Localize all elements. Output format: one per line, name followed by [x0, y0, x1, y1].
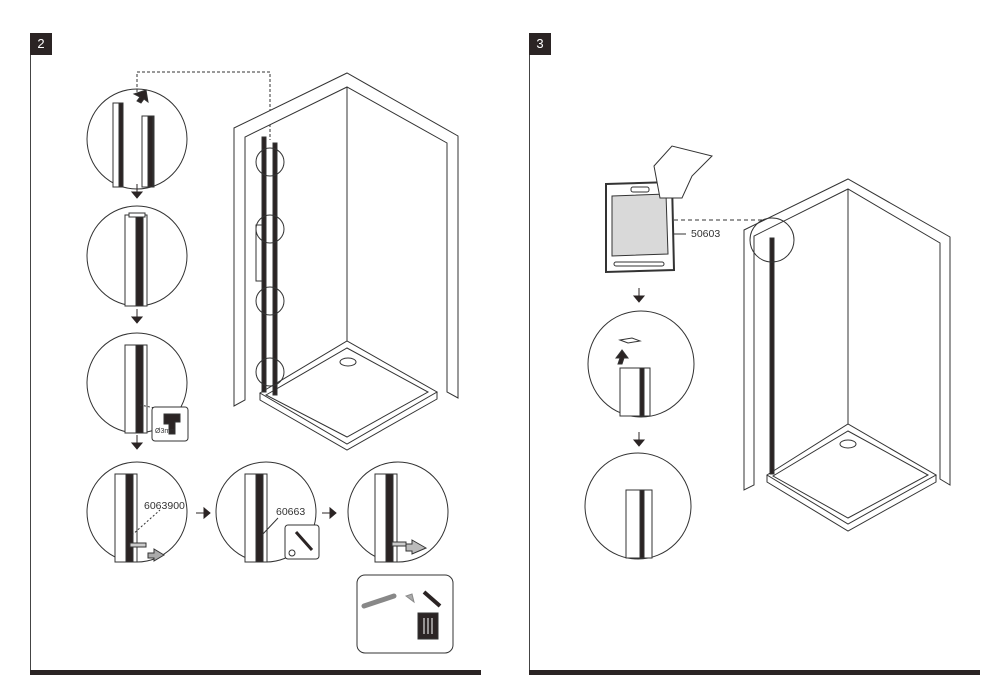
arrow-down-icon [130, 309, 144, 324]
detail-screw-in [215, 461, 320, 563]
cap-sheet [605, 145, 766, 274]
page-bottom-rule [30, 670, 481, 675]
detail-insert-plug [86, 461, 188, 563]
arrow-down-icon [130, 435, 144, 450]
page-bottom-rule [529, 670, 980, 675]
step-number-badge: 2 [30, 33, 52, 55]
screwdriver-icon [294, 531, 314, 551]
detail-cap-placed [584, 452, 692, 560]
arrow-right-icon [322, 506, 337, 520]
arrow-down-icon [632, 432, 646, 447]
pull-arrow-icon [405, 539, 428, 555]
step-2-illustration [86, 71, 459, 654]
page-left-border [30, 55, 31, 672]
part-number-label: 60663 [276, 506, 306, 518]
arrow-right-icon [196, 506, 211, 520]
step-3-illustration [584, 145, 951, 560]
page-left-border [529, 55, 530, 672]
step-number-badge: 3 [529, 33, 551, 55]
place-arrow-icon [615, 349, 629, 365]
part-number-label: 50603 [691, 228, 721, 240]
shower-enclosure-step-3 [743, 178, 951, 532]
push-arrow-icon [147, 548, 165, 562]
phillips-icon [288, 549, 296, 557]
leader-line [136, 71, 271, 140]
arrow-down-icon [130, 184, 144, 199]
plug-icon [361, 593, 397, 609]
page-step-2: 2 [0, 0, 496, 700]
arrow-down-icon [632, 288, 646, 303]
push-arrow-icon [132, 89, 149, 104]
drill-size-label: Ø3mm [155, 428, 176, 435]
drill-icon [163, 413, 181, 435]
discard-arrow-icon [404, 593, 415, 604]
detail-drill-hole [86, 332, 189, 442]
discard-box [356, 574, 454, 654]
page-step-3: 3 [496, 0, 993, 700]
detail-remove-plug [347, 461, 449, 563]
bin-lid-icon [422, 590, 442, 608]
screwdriver-icon-box [284, 524, 320, 560]
detail-place-cap [587, 310, 695, 418]
hand-icon [653, 145, 713, 199]
part-number-label: 6063900 [144, 500, 185, 512]
shower-enclosure-step-2 [233, 72, 459, 451]
detail-profiles-joined [86, 205, 188, 307]
detail-profiles-join [86, 88, 188, 190]
